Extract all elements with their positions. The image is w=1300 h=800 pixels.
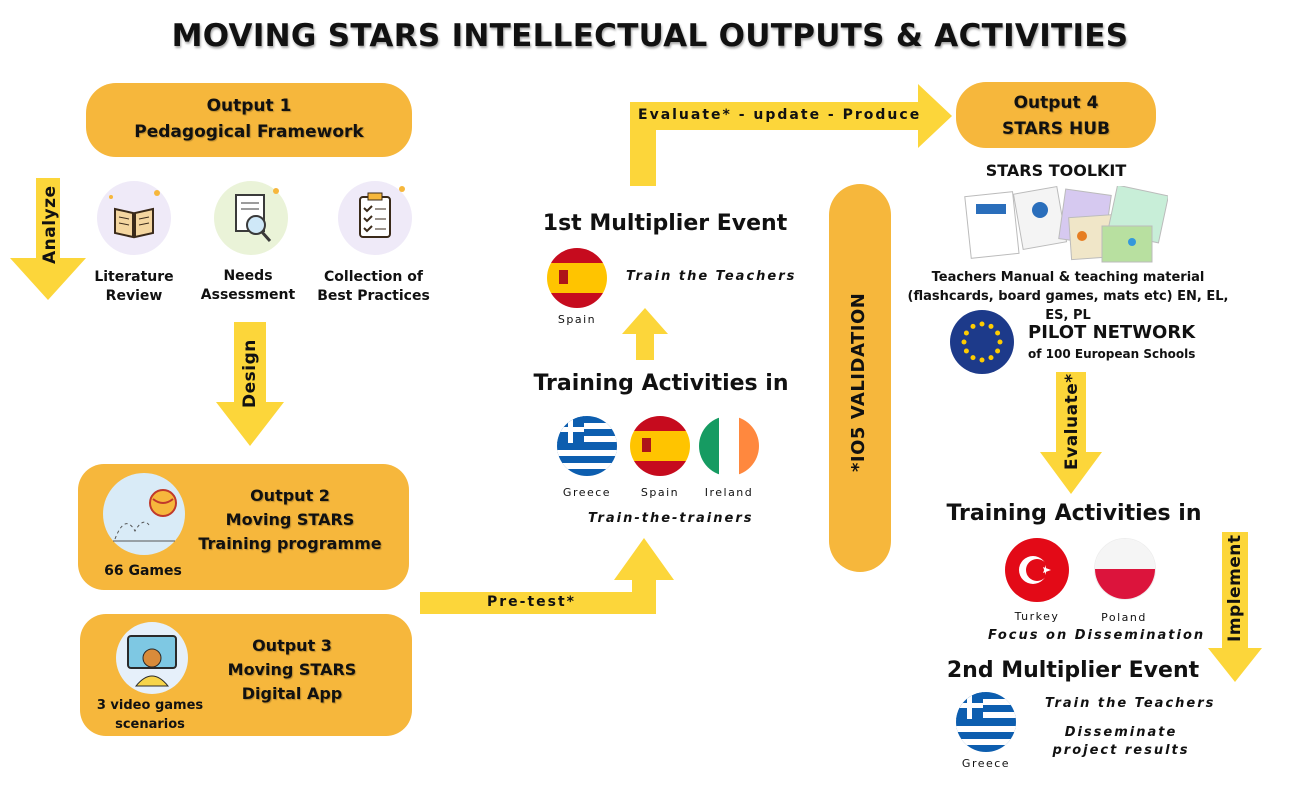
- multiplier2-line2: Disseminate project results: [1052, 725, 1190, 758]
- evaluate-update-label: Evaluate* - update - Produce: [638, 107, 922, 123]
- multiplier1-title: 1st Multiplier Event: [542, 211, 788, 236]
- training1-country-ireland: Ireland: [704, 486, 754, 499]
- output3-line3: Digital App: [241, 684, 343, 703]
- training2-country-poland: Poland: [1101, 611, 1147, 624]
- design-label: Design: [240, 339, 260, 408]
- toolkit-desc-line2: (flashcards, board games, mats etc) EN, …: [907, 289, 1229, 323]
- output3-heading: Output 3: [252, 636, 332, 655]
- output2-text: Output 2 Moving STARS Training programme: [190, 484, 390, 556]
- training1-title: Training Activities in: [533, 371, 789, 396]
- toolkit-desc-line1: Teachers Manual & teaching material: [931, 270, 1205, 285]
- output3-text: Output 3 Moving STARS Digital App: [192, 634, 392, 706]
- training1-country-greece: Greece: [562, 486, 612, 499]
- multiplier2-line1: Train the Teachers: [1045, 696, 1216, 711]
- page-title: MOVING STARS INTELLECTUAL OUTPUTS & ACTI…: [171, 18, 1129, 54]
- multiplier1-country: Spain: [557, 313, 597, 326]
- greece-flag-icon: [956, 692, 1016, 752]
- pilot-subtitle: of 100 European Schools: [1028, 347, 1196, 361]
- turkey-flag-icon: [1005, 538, 1069, 602]
- training2-title: Training Activities in: [946, 501, 1202, 526]
- training2-country-turkey: Turkey: [1014, 610, 1060, 623]
- poland-flag-icon: [1094, 538, 1156, 600]
- output1-name: Pedagogical Framework: [134, 122, 364, 142]
- pilot-title: PILOT NETWORK: [1028, 322, 1196, 343]
- output1-heading: Output 1: [206, 96, 292, 116]
- spain-flag-icon: [547, 248, 607, 308]
- implement-label: Implement: [1225, 534, 1245, 642]
- clipboard-checklist-icon: [338, 181, 412, 255]
- greece-flag-icon: [557, 416, 617, 476]
- pretest-label: Pre-test*: [487, 594, 577, 610]
- ireland-flag-icon: [699, 416, 759, 476]
- analyze-arrow: [10, 178, 86, 300]
- training1-country-spain: Spain: [640, 486, 680, 499]
- output3-line2: Moving STARS: [227, 660, 357, 679]
- book-icon: [97, 181, 171, 255]
- design-arrow: [216, 322, 284, 446]
- multiplier1-subtitle: Train the Teachers: [626, 269, 797, 284]
- output2-line2: Moving STARS: [225, 510, 355, 529]
- output1-pill: Output 1 Pedagogical Framework: [86, 83, 412, 157]
- analyze-label: Analyze: [40, 185, 60, 264]
- computer-user-icon: [116, 622, 188, 694]
- toolkit-title: STARS TOOLKIT: [985, 161, 1127, 180]
- output4-heading: Output 4: [1013, 93, 1099, 113]
- magnifier-document-icon: [214, 181, 288, 255]
- up-arrow: [622, 308, 668, 360]
- best-practices-label: Collection of Best Practices: [317, 269, 430, 304]
- literature-review-label: Literature Review: [94, 269, 174, 304]
- toolkit-materials-image: [964, 186, 1168, 263]
- output4-pill: Output 4 STARS HUB: [956, 82, 1156, 148]
- multiplier2-country: Greece: [961, 757, 1011, 770]
- validation-bar: [829, 184, 891, 572]
- evaluate-update-arrow: [630, 84, 952, 186]
- needs-assessment-label: Needs Assessment: [200, 268, 296, 303]
- games-count: 66 Games: [104, 563, 182, 579]
- spain-flag-icon: [630, 416, 690, 476]
- validation-label: *IO5 VALIDATION: [848, 292, 869, 472]
- output4-name: STARS HUB: [1002, 119, 1110, 139]
- evaluate-arrow: [1040, 372, 1102, 494]
- training2-subtitle: Focus on Dissemination: [988, 628, 1206, 643]
- ball-icon: [103, 473, 185, 555]
- output2-line3: Training programme: [198, 534, 382, 553]
- implement-arrow: [1208, 532, 1262, 682]
- output2-heading: Output 2: [250, 486, 330, 505]
- pretest-arrow: [420, 538, 674, 614]
- evaluate-label: Evaluate*: [1062, 373, 1082, 470]
- training1-subtitle: Train-the-trainers: [588, 511, 754, 526]
- toolkit-description: Teachers Manual & teaching material (fla…: [898, 268, 1238, 325]
- eu-flag-icon: [950, 310, 1014, 374]
- video-scenarios-label: 3 video games scenarios: [96, 698, 204, 732]
- multiplier2-title: 2nd Multiplier Event: [946, 658, 1200, 683]
